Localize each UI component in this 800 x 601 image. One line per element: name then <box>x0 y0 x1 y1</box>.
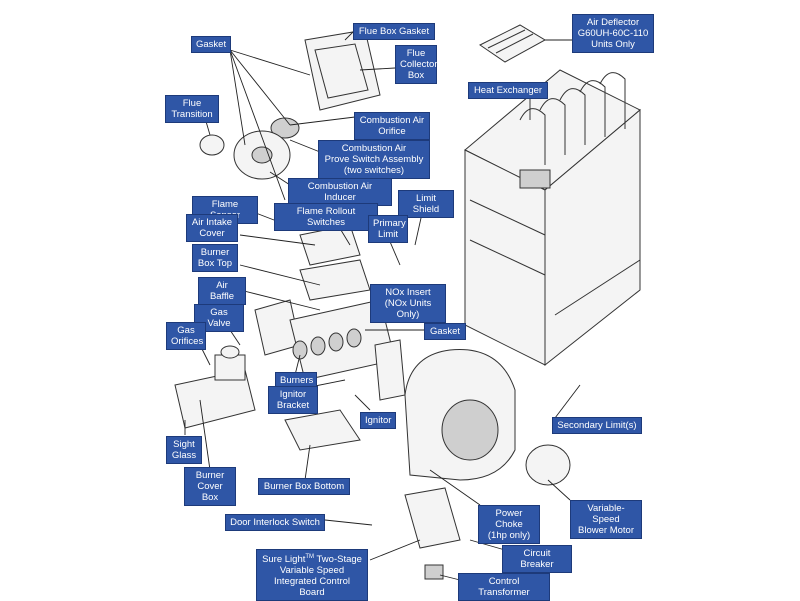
label-nox-insert: NOx Insert (NOx Units Only) <box>370 284 446 323</box>
burner-box-drawing <box>174 224 406 451</box>
flue-box-drawing <box>270 29 381 139</box>
furnace-cabinet <box>464 69 641 367</box>
label-burner-box-top: Burner Box Top <box>192 244 238 272</box>
label-gas-orifices: Gas Orifices <box>166 322 206 350</box>
label-flue-collector-box: Flue Collector Box <box>395 45 438 84</box>
label-air-deflector: Air Deflector G60UH-60C-110 Units Only <box>572 14 654 53</box>
label-ignitor: Ignitor <box>360 412 396 429</box>
gas-valve-drawing <box>214 345 246 381</box>
label-power-choke: Power Choke (1hp only) <box>478 505 540 544</box>
label-flue-transition: Flue Transition <box>165 95 219 123</box>
heat-exchanger-drawing <box>519 72 626 165</box>
burner-cylinders <box>292 328 362 360</box>
control-board-drawing <box>404 487 461 580</box>
label-air-intake-cover: Air Intake Cover <box>186 214 238 242</box>
label-sight-glass: Sight Glass <box>166 436 202 464</box>
label-flame-rollout-switches: Flame Rollout Switches <box>274 203 378 231</box>
label-control-transformer: Control Transformer <box>458 573 550 601</box>
label-gasket-top: Gasket <box>191 36 231 53</box>
blower-drawing <box>404 349 571 486</box>
label-variable-speed-blower-motor: Variable-Speed Blower Motor <box>570 500 642 539</box>
label-burner-box-bottom: Burner Box Bottom <box>258 478 350 495</box>
label-flue-box-gasket: Flue Box Gasket <box>353 23 435 40</box>
label-control-board-brand: Sure Light <box>262 554 306 566</box>
label-burner-cover-box: Burner Cover Box <box>184 467 236 506</box>
label-gasket-mid: Gasket <box>424 323 466 340</box>
label-control-board-rest: Two-Stage Variable Speed Integrated Cont… <box>273 554 362 599</box>
label-control-board-tm: TM <box>305 554 315 560</box>
label-door-interlock-switch: Door Interlock Switch <box>225 514 325 531</box>
label-secondary-limits: Secondary Limit(s) <box>552 417 642 434</box>
label-gas-valve: Gas Valve <box>194 304 244 332</box>
label-combustion-air-inducer: Combustion Air Inducer <box>288 178 392 206</box>
label-limit-shield: Limit Shield <box>398 190 454 218</box>
label-air-baffle: Air Baffle <box>198 277 246 305</box>
air-deflector-drawing <box>479 24 547 63</box>
label-combustion-air-prove-switch: Combustion Air Prove Switch Assembly (tw… <box>318 140 430 179</box>
label-circuit-breaker: Circuit Breaker <box>502 545 572 573</box>
label-combustion-air-orifice: Combustion Air Orifice <box>354 112 430 140</box>
label-ignitor-bracket: Ignitor Bracket <box>268 386 318 414</box>
inducer-drawing <box>199 130 291 180</box>
label-primary-limit: Primary Limit <box>368 215 408 243</box>
label-heat-exchanger: Heat Exchanger <box>468 82 548 99</box>
label-control-board: Sure LightTM Two-Stage Variable Speed In… <box>256 549 368 601</box>
